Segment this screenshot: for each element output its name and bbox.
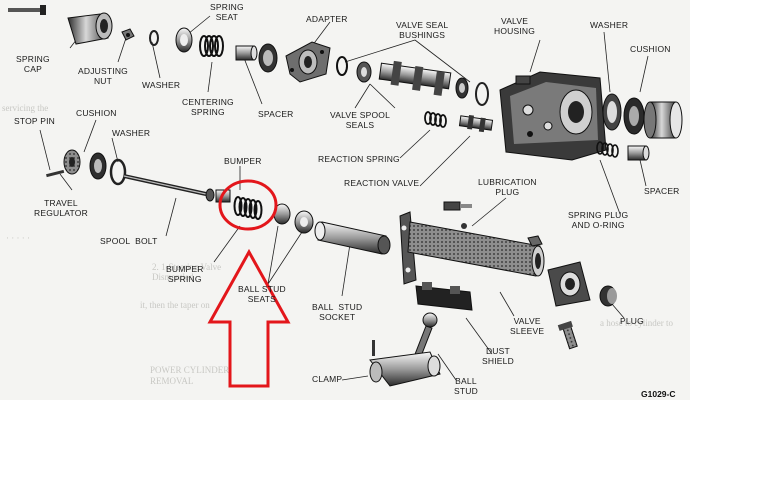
label-bumper: BUMPER (224, 156, 262, 166)
ball-stud-seat-part (273, 203, 314, 234)
cushion-right-part (623, 97, 645, 135)
label-reaction-spring: REACTION SPRING (318, 154, 400, 164)
spring-cap-part (67, 12, 113, 45)
label-reaction-valve: REACTION VALVE (344, 178, 420, 188)
label-spring-seat: SPRING SEAT (210, 2, 244, 22)
bleed-text: a hose to cylinder to (600, 318, 673, 328)
exploded-diagram: servicing the · · · · · 2. 1-Steering Va… (0, 0, 690, 400)
label-spring-plug-o-ring: SPRING PLUG AND O-RING (568, 210, 629, 230)
bleed-text: REMOVAL (150, 376, 194, 386)
dust-shield-part (415, 282, 473, 311)
label-plug: PLUG (620, 316, 644, 326)
spring-seat-part (175, 27, 193, 53)
bleed-text: servicing the (2, 103, 49, 113)
label-spacer-top: SPACER (258, 109, 294, 119)
label-dust-shield: DUST SHIELD (482, 346, 514, 366)
lubrication-plug-part (443, 201, 472, 229)
seal-ring-top (258, 43, 278, 73)
washer-right-part (602, 93, 622, 131)
bolt-part (557, 320, 578, 350)
bumper-spring-part (233, 196, 263, 220)
clamp-screw-part (372, 340, 375, 356)
label-spring-cap: SPRING CAP (16, 54, 50, 74)
bleed-text: 2. 1-Steering Valve (152, 262, 222, 272)
label-travel-regulator: TRAVEL REGULATOR (34, 198, 88, 218)
reaction-valve-part (458, 114, 494, 133)
label-valve-spool-seals: VALVE SPOOL SEALS (330, 110, 390, 130)
label-ball-stud-socket: BALL STUD SOCKET (312, 302, 363, 322)
bleed-text: Dismantled (152, 272, 194, 282)
clamp-part (369, 351, 441, 387)
label-ball-stud: BALL STUD (454, 376, 478, 396)
label-washer-right: WASHER (590, 20, 629, 30)
label-lubrication-plug: LUBRICATION PLUG (478, 177, 537, 197)
stop-pin-part (46, 169, 65, 178)
label-bumper-spring: BUMPER SPRING (166, 264, 204, 284)
label-centering-spring: CENTERING SPRING (182, 97, 234, 117)
bleed-text: it, then the taper on (140, 300, 210, 310)
label-valve-seal-bushings: VALVE SEAL BUSHINGS (396, 20, 449, 40)
cushion-left-part (89, 152, 107, 180)
bleed-text: · · · · · (6, 233, 30, 243)
plug-part (599, 285, 617, 307)
label-cushion-right: CUSHION (630, 44, 671, 54)
red-highlight-circle (218, 179, 278, 231)
reaction-spring-part (424, 111, 447, 128)
label-spool-bolt: SPOOL BOLT (100, 236, 158, 246)
label-washer-left: WASHER (112, 128, 151, 138)
leader-lines (39, 15, 649, 381)
valve-seal-ring-right (455, 77, 489, 106)
figure-code: G1029-C (641, 389, 676, 399)
ball-stud-socket-part (314, 221, 391, 255)
yoke-part (547, 261, 591, 307)
spool-bolt-part (123, 174, 215, 202)
spacer-top-part (235, 45, 258, 61)
bleed-text: POWER CYLINDER (150, 365, 230, 375)
label-clamp: CLAMP (312, 374, 343, 384)
label-washer-top: WASHER (142, 80, 181, 90)
label-adapter: ADAPTER (306, 14, 348, 24)
valve-spool-seal-ring (356, 61, 372, 83)
valve-seal-ring-left (336, 56, 348, 76)
spacer-right-part (643, 101, 683, 139)
adapter-part (285, 41, 331, 83)
adjusting-nut-part (121, 28, 135, 41)
spring-plug-part (596, 141, 650, 161)
centering-spring-part (199, 35, 224, 57)
travel-regulator-part (63, 149, 81, 175)
parts-illustration (8, 5, 683, 388)
valve-housing-part (499, 71, 607, 161)
valve-sleeve-part (399, 211, 545, 285)
label-adjusting-nut: ADJUSTING NUT (78, 66, 128, 86)
label-valve-sleeve: VALVE SLEEVE (510, 316, 545, 336)
label-cushion-left: CUSHION (76, 108, 117, 118)
washer-top-part (149, 30, 159, 46)
sleeve-nut-part (527, 235, 543, 247)
washer-left-part (109, 158, 127, 186)
label-ball-stud-seats: BALL STUD SEATS (238, 284, 286, 304)
valve-spool-part (378, 60, 452, 96)
top-screw (8, 5, 46, 15)
red-arrow (207, 248, 291, 388)
label-spacer-right: SPACER (644, 186, 680, 196)
label-stop-pin: STOP PIN (14, 116, 55, 126)
label-valve-housing: VALVE HOUSING (494, 16, 536, 36)
